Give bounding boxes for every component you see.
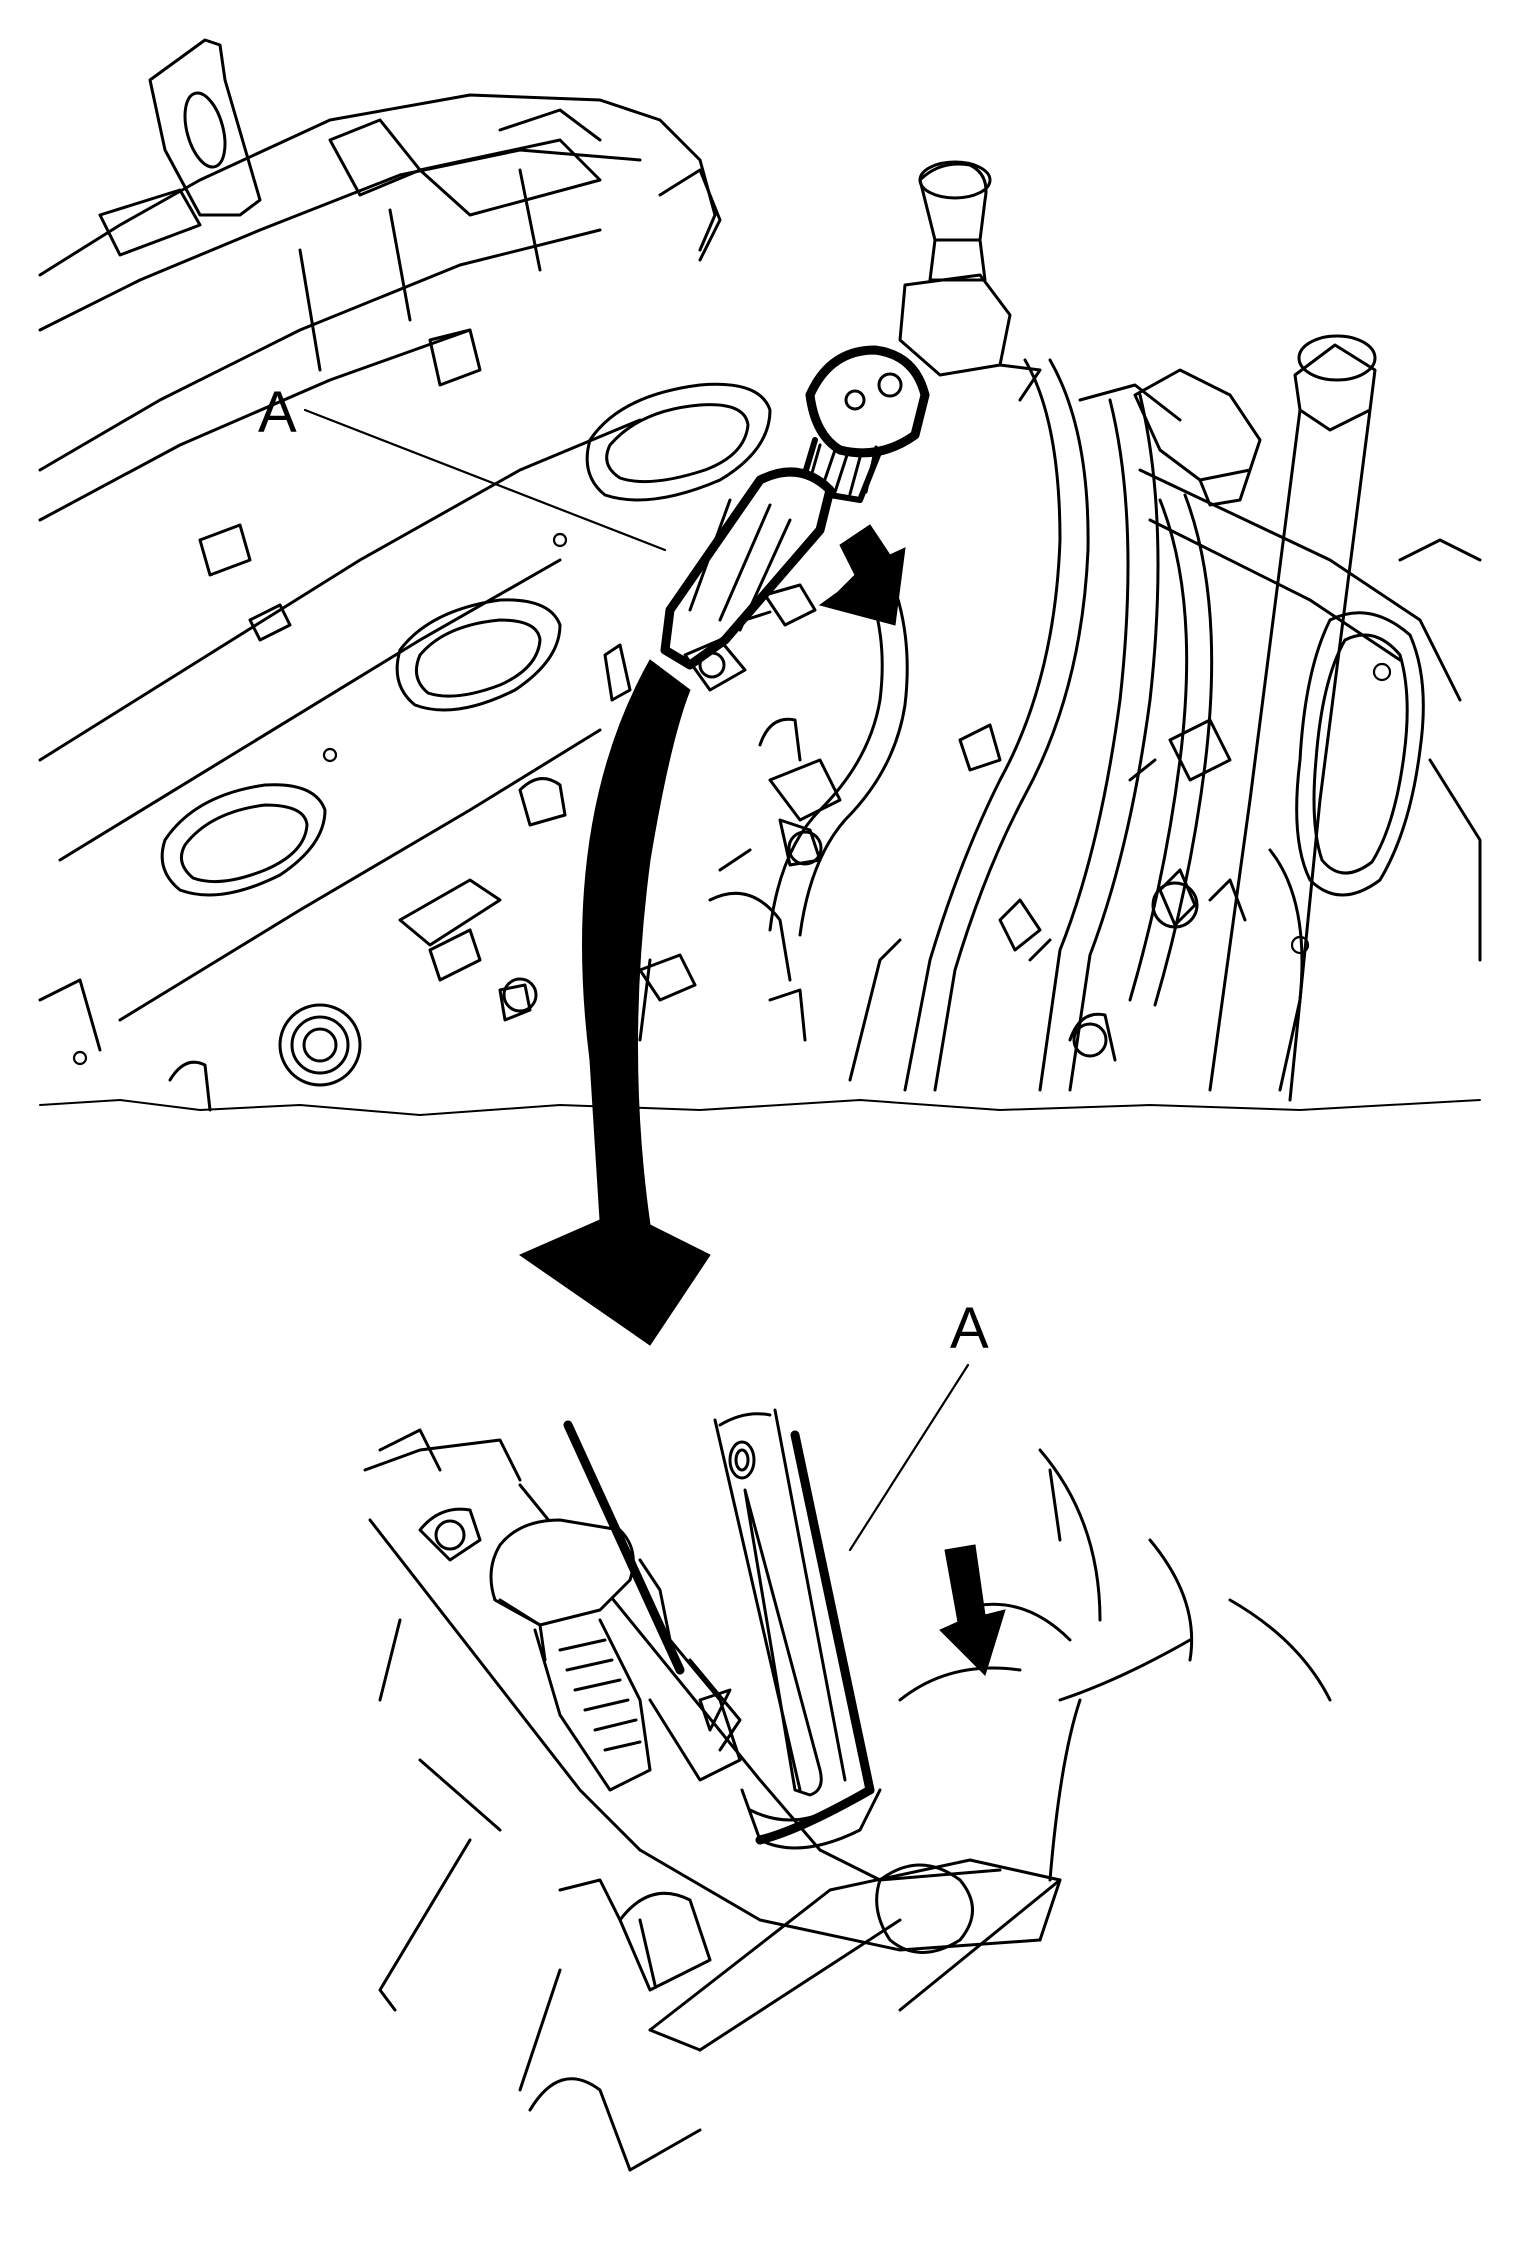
callout-label-a-top: A xyxy=(258,380,297,445)
wire-harness xyxy=(708,358,1214,1092)
callout-a-top: A xyxy=(258,380,667,552)
push-arrow-top xyxy=(818,524,906,626)
callout-label-a-bottom: A xyxy=(950,1296,989,1361)
transition-arrow xyxy=(518,659,711,1346)
right-cylinder-head xyxy=(1068,383,1482,1092)
injector-connector xyxy=(638,717,842,1042)
right-fuel-rail xyxy=(1128,334,1377,1102)
injector-a-bottom xyxy=(563,1408,882,1850)
intake-ports xyxy=(72,382,772,1066)
injector-a-top xyxy=(660,345,930,692)
lower-left-bosses xyxy=(168,643,632,1112)
callout-a-bottom: A xyxy=(848,1296,989,1552)
push-arrow-bottom xyxy=(939,1544,1006,1676)
center-fuel-rail xyxy=(898,160,1042,402)
intake-manifold-body xyxy=(38,38,722,1052)
top-view xyxy=(38,38,1482,1116)
bottom-view xyxy=(363,1428,1332,2172)
